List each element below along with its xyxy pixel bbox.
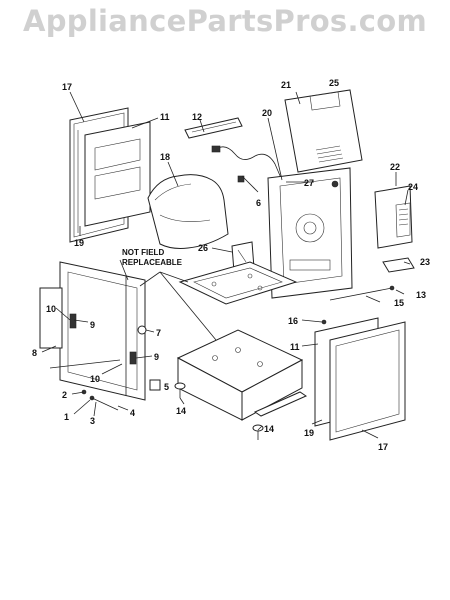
callout-2: 2 [62, 390, 67, 400]
callout-5: 5 [164, 382, 169, 392]
lower-drawer-box [176, 329, 308, 421]
callout-16: 16 [288, 316, 298, 326]
callout-21: 21 [281, 80, 291, 90]
leveling-leg-14b [252, 424, 264, 440]
not-field-replaceable-note: REPLACEABLE [122, 258, 183, 267]
callout-22: 22 [390, 162, 400, 172]
callout-25: 25 [329, 78, 339, 88]
side-rod [329, 287, 393, 301]
oven-door-lower [314, 317, 406, 441]
callout-1: 1 [64, 412, 69, 422]
callout-26: 26 [198, 243, 208, 253]
leveling-leg-14a [174, 382, 186, 398]
rod-end [389, 285, 395, 291]
oven-door-upper [69, 107, 151, 243]
spacer-7 [137, 325, 147, 335]
callout-9: 9 [90, 320, 95, 330]
callout-18: 18 [160, 152, 170, 162]
callout-15: 15 [394, 298, 404, 308]
callout-12: 12 [192, 112, 202, 122]
clip-5 [149, 379, 161, 391]
cover-plate [382, 257, 415, 273]
callout-14: 14 [176, 406, 186, 416]
callout-7: 7 [156, 328, 161, 338]
callout-11: 11 [160, 112, 170, 122]
hinge-bar [184, 117, 243, 139]
callout-24: 24 [408, 182, 418, 192]
wire-harness [211, 145, 282, 183]
hinge-parts-1-2-3 [81, 389, 119, 411]
callout-27: 27 [304, 178, 314, 188]
callout-3: 3 [90, 416, 95, 426]
callout-19: 19 [74, 238, 84, 248]
callout-10: 10 [90, 374, 100, 384]
front-frame [39, 261, 146, 401]
control-bracket [374, 185, 413, 249]
callout-20: 20 [262, 108, 272, 118]
callout-23: 23 [420, 257, 430, 267]
watermark-logo: AppliancePartsPros.com [22, 4, 428, 38]
screw-16 [321, 319, 327, 325]
callout-8: 8 [32, 348, 37, 358]
not-field-replaceable-note: NOT FIELD [122, 248, 164, 257]
callout-4: 4 [130, 408, 135, 418]
callout-11: 11 [290, 342, 300, 352]
oven-cavity-back [267, 167, 353, 299]
callout-17: 17 [378, 442, 388, 452]
callout-9: 9 [154, 352, 159, 362]
oven-bottom-tray [178, 261, 298, 305]
insulation-blanket [147, 174, 229, 249]
callout-6: 6 [256, 198, 261, 208]
callout-10: 10 [46, 304, 56, 314]
callout-13: 13 [416, 290, 426, 300]
callout-14: 14 [264, 424, 274, 434]
leader-lines [41, 91, 411, 439]
callout-19: 19 [304, 428, 314, 438]
callout-17: 17 [62, 82, 72, 92]
rear-panel [284, 89, 363, 173]
